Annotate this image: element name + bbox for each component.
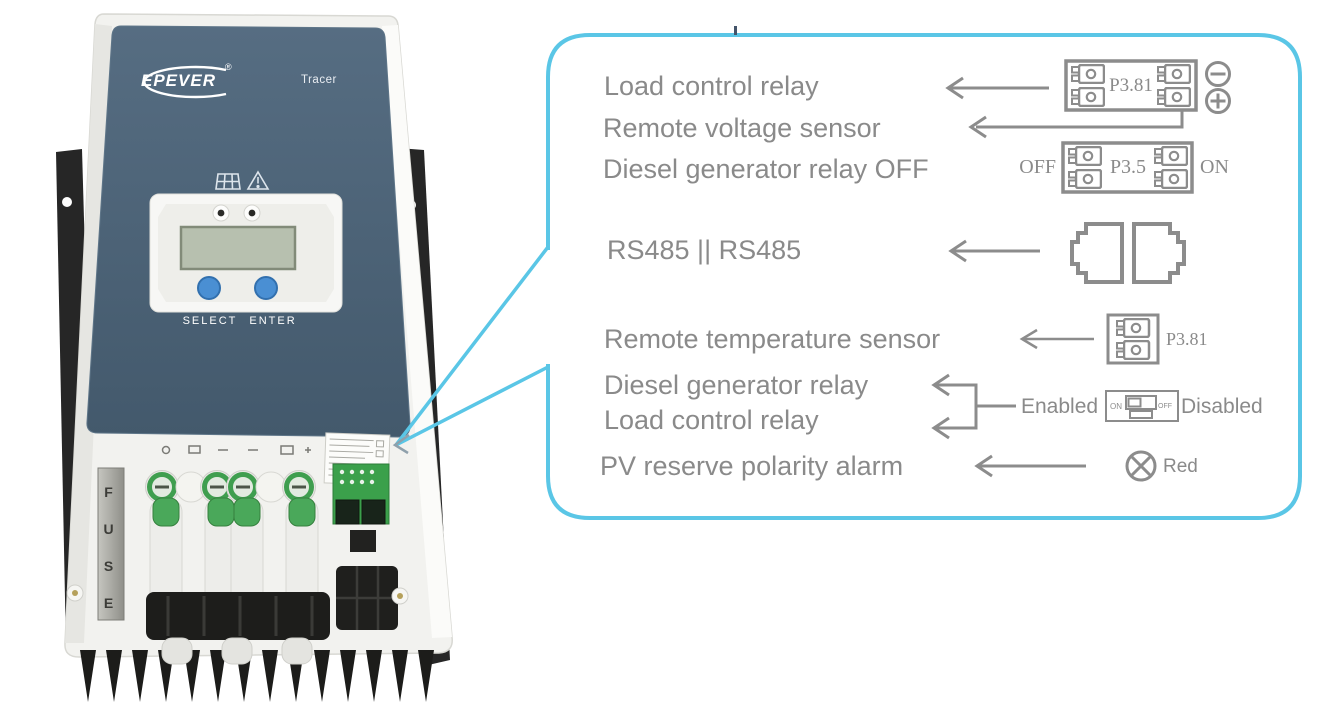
connector-p381-icon <box>1064 59 1198 112</box>
arrow-remote-voltage-sensor <box>968 110 1184 139</box>
connector-p381-label: P3.81 <box>1109 75 1153 96</box>
arrow-remote-temperature-sensor <box>1019 328 1094 350</box>
arrow-pv-alarm <box>974 454 1086 478</box>
diesel-on-label: ON <box>1200 156 1229 178</box>
switch-on-label: ON <box>1110 402 1122 411</box>
row-diesel-generator-relay: Diesel generator relay <box>604 370 869 400</box>
arrow-bracket-relays <box>931 373 1016 440</box>
enter-button-label: ENTER <box>249 315 297 327</box>
fuse-label: FUSE <box>103 484 114 611</box>
device-illustration <box>56 13 453 702</box>
switch-off-label: OFF <box>1158 403 1172 410</box>
led-indicator-1 <box>212 204 230 222</box>
arrow-load-control-relay <box>945 76 1049 100</box>
dip-component <box>350 530 376 552</box>
connector-temp-icon <box>1106 313 1160 365</box>
row-load-control-relay: Load control relay <box>604 71 819 101</box>
terminal-cover <box>146 592 330 665</box>
terminal-green-1 <box>145 470 179 504</box>
top-tick <box>734 26 737 35</box>
epever-swoosh-icon <box>143 65 227 99</box>
warning-icon <box>246 170 270 190</box>
aux-terminal-block <box>336 566 398 630</box>
minus-polarity-icon <box>1205 61 1231 87</box>
diesel-off-label: OFF <box>1019 156 1056 178</box>
disabled-label: Disabled <box>1181 395 1263 418</box>
connector-p35-label: P3.5 <box>1109 156 1147 178</box>
registered-mark: ® <box>225 62 232 72</box>
arrow-rs485 <box>948 239 1040 263</box>
model-label: Tracer <box>301 74 337 86</box>
rj45-jack-icons <box>1070 222 1186 284</box>
power-terminals <box>145 470 316 504</box>
select-button <box>197 276 221 300</box>
terminal-empty-2 <box>255 471 287 503</box>
leader-arrowhead-icon <box>392 433 410 455</box>
temp-connector-label: P3.81 <box>1166 329 1208 349</box>
enter-button <box>254 276 278 300</box>
alarm-color-label: Red <box>1163 456 1198 477</box>
plus-polarity-icon <box>1205 88 1231 114</box>
dip-switch-icon: ON OFF <box>1105 390 1179 422</box>
row-diesel-generator-relay-off: Diesel generator relay OFF <box>603 154 929 184</box>
row-pv-reserve-polarity-alarm: PV reserve polarity alarm <box>600 451 904 481</box>
terminal-markings <box>161 445 311 455</box>
rj45-ports <box>332 463 390 552</box>
brand-logo: EPEVER <box>141 71 216 90</box>
wire-channels <box>149 497 319 621</box>
alarm-lamp-icon <box>1125 450 1157 482</box>
leader-lines <box>394 245 550 447</box>
display-cluster <box>149 193 343 313</box>
row-load-control-relay-2: Load control relay <box>604 405 819 435</box>
heatsink-fins <box>80 650 434 702</box>
row-remote-temperature-sensor: Remote temperature sensor <box>604 324 941 354</box>
row-remote-voltage-sensor: Remote voltage sensor <box>603 113 881 143</box>
lcd-display <box>179 225 297 271</box>
solar-panel-icon <box>215 173 241 190</box>
row-rs485: RS485 || RS485 <box>607 235 802 265</box>
led-indicator-2 <box>243 204 261 222</box>
fuse-strip <box>97 467 125 621</box>
screw-holes <box>66 584 409 605</box>
connector-p35-icon <box>1061 141 1194 194</box>
select-button-label: SELECT <box>182 315 238 327</box>
enabled-label: Enabled <box>1021 395 1099 418</box>
